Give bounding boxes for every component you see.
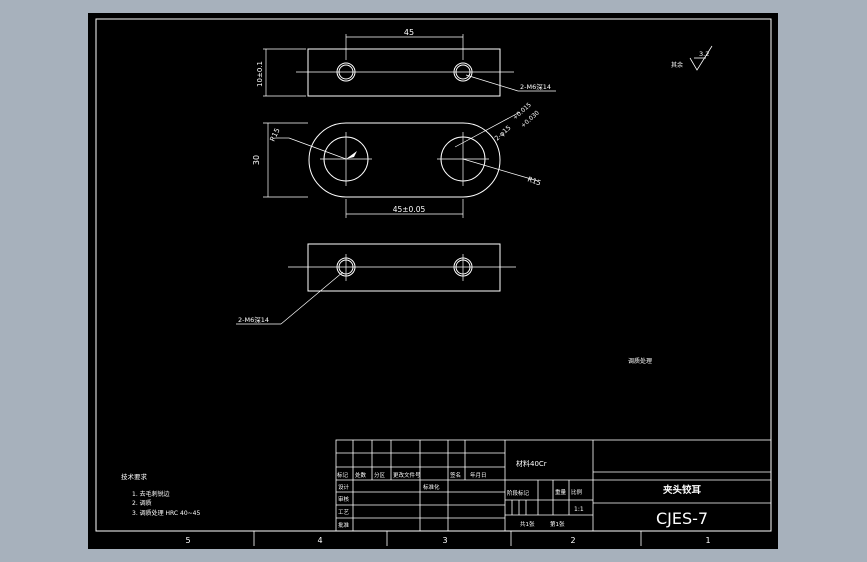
- zone-label-1: 1: [705, 536, 710, 545]
- header-label-mark: 标记: [337, 471, 349, 479]
- row-label-process: 工艺: [338, 509, 350, 516]
- bottom-hole-callout: 2-M6深14: [238, 315, 269, 324]
- tech-req-title: 技术要求: [121, 472, 148, 481]
- side-note: 调质处理: [628, 357, 652, 365]
- top-view: [263, 34, 556, 97]
- front-dim-center-distance: 45±0.05: [393, 205, 426, 214]
- top-dim-length: 45: [404, 28, 414, 37]
- roughness-label: 其余: [671, 61, 683, 69]
- row-label-design: 设计: [338, 483, 350, 491]
- tech-req-item-2: 2. 调质: [132, 499, 152, 507]
- front-dim-height: 30: [252, 155, 261, 165]
- sheet-total: 共1张: [520, 520, 535, 528]
- front-view-body: [308, 122, 501, 198]
- top-view-body: [307, 48, 501, 97]
- drawing-number: CJES-7: [656, 509, 708, 528]
- top-dim-height: 10±0.1: [256, 61, 264, 87]
- header-label-zone: 分区: [374, 471, 386, 479]
- approval-label: 批准: [338, 521, 350, 529]
- header-label-date: 年月日: [470, 471, 487, 479]
- scale-label: 比例: [571, 488, 583, 496]
- front-view: [263, 111, 539, 218]
- bottom-view-hole-right: [453, 257, 473, 277]
- roughness-symbol: [689, 45, 713, 71]
- zone-markers: [253, 531, 642, 546]
- bottom-view: [236, 243, 516, 325]
- header-label-count: 处数: [355, 471, 367, 479]
- bottom-view-hole-left: [336, 257, 356, 277]
- header-label-change-doc: 更改文件号: [393, 471, 421, 479]
- top-view-hole-left: [336, 62, 356, 82]
- sheet-number: 第1张: [550, 520, 565, 528]
- stage-label: 阶段标记: [507, 489, 530, 497]
- zone-label-5: 5: [185, 536, 190, 545]
- top-hole-callout: 2-M6深14: [520, 82, 551, 91]
- header-label-signature: 签名: [450, 471, 461, 479]
- drawing-sheet: [88, 13, 778, 549]
- title-block-grid: [335, 439, 772, 532]
- tech-req-item-1: 1. 去毛刺锐边: [132, 490, 170, 498]
- roughness-value: 3.2: [699, 50, 709, 58]
- zone-label-2: 2: [570, 536, 575, 545]
- tech-req-item-3: 3. 调质处理 HRC 40~45: [132, 509, 200, 517]
- top-view-hole-right: [453, 62, 473, 82]
- scale-value: 1:1: [574, 506, 584, 513]
- material-label: 材料40Cr: [516, 459, 547, 468]
- bottom-view-body: [307, 243, 501, 292]
- weight-label: 重量: [555, 488, 567, 496]
- zone-label-3: 3: [442, 536, 447, 545]
- part-name: 夹头铰耳: [662, 484, 702, 496]
- standardization-label: 标准化: [423, 483, 440, 491]
- row-label-review: 审核: [338, 495, 350, 503]
- zone-label-4: 4: [317, 536, 322, 545]
